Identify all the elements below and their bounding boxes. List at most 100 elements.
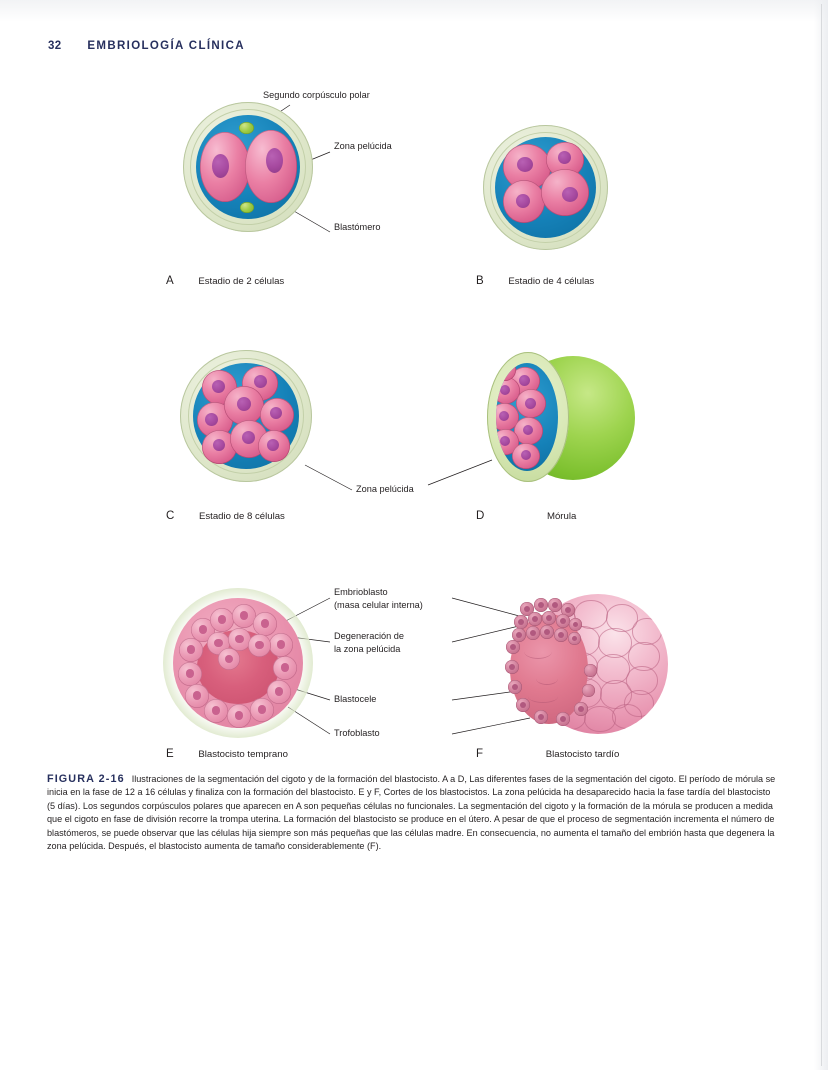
panel-c-caption: C Estadio de 8 células: [166, 510, 285, 522]
embryoblast-cell-f: [568, 632, 581, 645]
panel-c-eight-cell-stage: [180, 350, 312, 482]
panel-b-four-cell-stage: [483, 125, 608, 250]
trophoblast-cell-e-9: [269, 633, 293, 657]
morula-nucleus-3: [525, 398, 536, 409]
embryoblast-cell-f: [528, 612, 542, 626]
morula-nucleus-7: [521, 450, 531, 460]
cavity-texture-line: [528, 690, 558, 703]
morula-cell-8: [496, 363, 516, 381]
morula-nucleus-4: [499, 411, 509, 421]
morula-nucleus-1: [519, 375, 530, 386]
panel-a-two-cell-stage: [183, 102, 313, 232]
nucleus-b-2: [558, 151, 571, 164]
cavity-texture-line: [536, 672, 558, 685]
panel-a-letter: A: [166, 275, 174, 287]
embryoblast-cell-e-2: [210, 608, 234, 632]
label-blastomere: Blastómero: [334, 222, 381, 232]
label-blastocoel: Blastocele: [334, 694, 377, 704]
nucleus-c-1: [212, 380, 225, 393]
embryoblast-cell-e-4: [253, 612, 277, 636]
embryoblast-cell-f: [542, 611, 556, 625]
trophoblast-rim-cell: [506, 640, 520, 654]
panel-a-caption-text: Estadio de 2 células: [198, 276, 285, 287]
embryoblast-cell-f: [512, 628, 526, 642]
label-embryoblast: Embrioblasto (masa celular interna): [334, 586, 452, 611]
nucleus-c-7: [242, 431, 255, 444]
trophoblast-rim-cell: [574, 702, 588, 716]
trophoblast-cell-e-2: [178, 662, 202, 686]
nucleus-b-4: [562, 187, 578, 202]
panel-f-caption: F Blastocisto tardío: [476, 748, 619, 760]
trophoblast-cell-e-7: [267, 680, 291, 704]
trophoblast-cell-e-6: [250, 698, 274, 722]
label-embryoblast-line1: Embrioblasto: [334, 587, 388, 597]
embryoblast-cell-e-3: [232, 604, 256, 628]
panel-c-letter: C: [166, 510, 175, 522]
nucleus-c-4: [237, 397, 251, 411]
nucleus-c-2: [254, 375, 267, 388]
morula-nucleus-6: [500, 436, 510, 446]
embryoblast-cell-e-6: [228, 628, 251, 651]
embryoblast-cell-f: [556, 614, 570, 628]
trophoblast-cell-e-8: [273, 656, 297, 680]
trophoblast-surface-cell: [584, 706, 616, 732]
figure-number: FIGURA 2-16: [47, 773, 125, 785]
panel-a-caption: A Estadio de 2 células: [166, 275, 284, 287]
trophoblast-rim-cell: [505, 660, 519, 674]
trophoblast-cell-e-5: [227, 704, 251, 728]
page-edge-line: [821, 4, 822, 1066]
panel-b-caption: B Estadio de 4 células: [476, 275, 594, 287]
trophoblast-rim-cell: [584, 664, 597, 677]
leader-lines: [249, 104, 540, 735]
second-polar-body-a-top: [239, 122, 254, 134]
label-trophoblast: Trofoblasto: [334, 728, 380, 738]
panel-e-letter: E: [166, 748, 174, 760]
embryoblast-cell-f: [534, 598, 548, 612]
embryoblast-cell-f: [569, 618, 582, 631]
running-head: 32 EMBRIOLOGÍA CLÍNICA: [48, 40, 245, 52]
panel-b-letter: B: [476, 275, 484, 287]
label-second-polar-body: Segundo corpúsculo polar: [263, 90, 370, 100]
panel-d-letter: D: [476, 510, 485, 522]
trophoblast-rim-cell: [582, 684, 595, 697]
nucleus-c-3: [205, 413, 218, 426]
trophoblast-rim-cell: [556, 712, 570, 726]
panel-d-morula: [487, 348, 637, 488]
embryoblast-cell-f: [561, 603, 575, 617]
embryoblast-cell-f: [514, 615, 528, 629]
morula-inner-cavity: [496, 363, 558, 471]
figure-2-16-artwork: Segundo corpúsculo polar Zona pelúcida B…: [0, 70, 828, 770]
nucleus-c-8: [267, 439, 279, 451]
panel-f-caption-text: Blastocisto tardío: [545, 749, 620, 760]
embryoblast-cell-e-8: [218, 648, 240, 670]
second-polar-body-a-bottom: [240, 202, 254, 213]
label-embryoblast-line2: (masa celular interna): [334, 599, 423, 610]
morula-nucleus-5: [523, 425, 533, 435]
trophoblast-rim-cell: [534, 710, 548, 724]
nucleus-b-1: [517, 157, 533, 172]
nucleus-a-right: [266, 148, 283, 173]
trophoblast-surface-cell: [612, 704, 642, 729]
page-number: 32: [48, 40, 62, 52]
trophoblast-surface-cell: [632, 618, 662, 645]
panel-e-early-blastocyst: [163, 588, 313, 738]
label-zona-pellucida-cd: Zona pelúcida: [356, 484, 414, 494]
nucleus-a-left: [212, 154, 229, 178]
trophoblast-rim-cell: [508, 680, 522, 694]
cavity-texture-line: [524, 644, 552, 659]
embryoblast-cell-f: [526, 626, 540, 640]
page-edge-shading-top: [0, 0, 828, 22]
morula-nucleus-2: [500, 385, 510, 395]
panel-b-caption-text: Estadio de 4 células: [508, 276, 595, 287]
nucleus-c-6: [213, 439, 225, 451]
panel-d-caption: D Mórula: [476, 510, 576, 522]
panel-c-caption-text: Estadio de 8 células: [198, 511, 285, 522]
label-degeneration-line2: la zona pelúcida: [334, 643, 401, 654]
trophoblast-rim-cell: [516, 698, 530, 712]
embryoblast-cell-f: [548, 598, 562, 612]
trophoblast-cell-e-1: [179, 638, 203, 662]
nucleus-c-5: [270, 407, 282, 419]
panel-e-caption-text: Blastocisto temprano: [198, 749, 288, 760]
